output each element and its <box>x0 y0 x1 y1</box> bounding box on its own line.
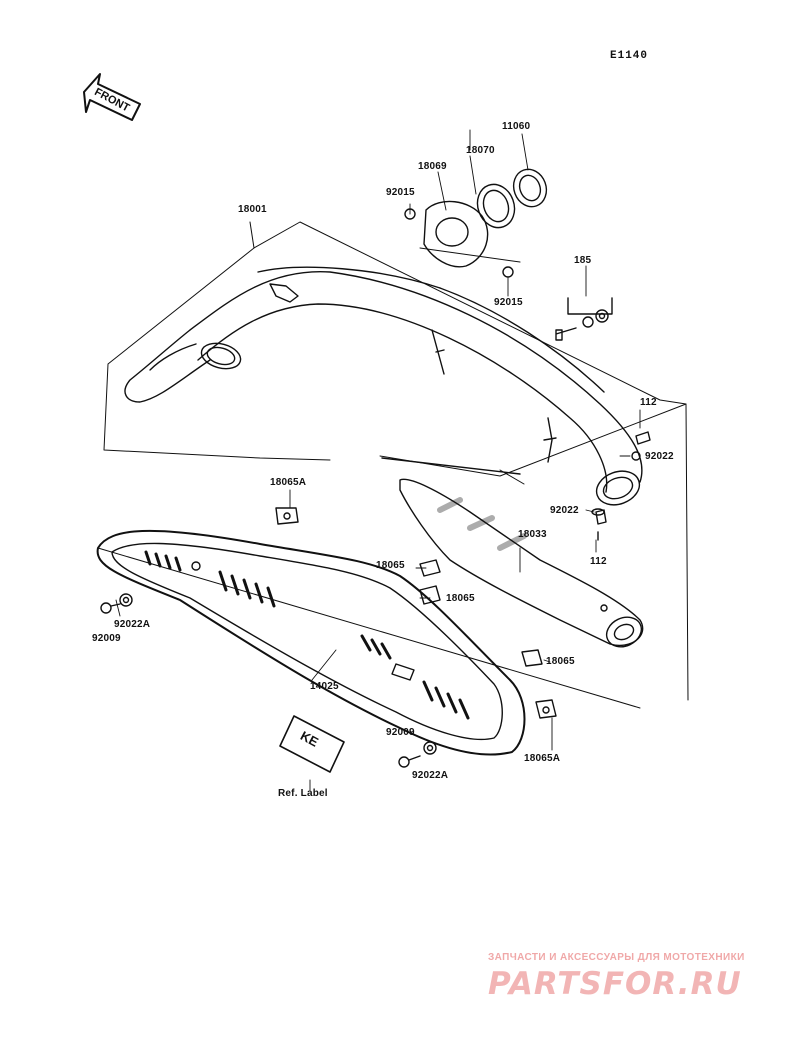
silencer-18033 <box>381 457 644 648</box>
part-label-18069: 18069 <box>418 161 447 172</box>
bolt-112-top <box>591 431 651 541</box>
heat-guard-14025 <box>96 529 526 756</box>
ref-label-text: Ref. Label <box>278 788 328 799</box>
part-label-11060: 11060 <box>502 121 531 132</box>
assembly-outline <box>97 221 689 709</box>
part-label-185: 185 <box>574 255 592 266</box>
part-label-18001: 18001 <box>238 204 267 215</box>
part-label-92015-bottom: 92015 <box>494 297 523 308</box>
part-label-18033: 18033 <box>518 529 547 540</box>
flange-18069 <box>423 200 489 268</box>
part-label-18065-b: 18065 <box>446 593 475 604</box>
part-label-92022-top: 92022 <box>645 451 674 462</box>
part-label-92009-left: 92009 <box>92 633 121 644</box>
exhaust-pipe-18001 <box>124 266 643 506</box>
clip-18065-b <box>419 585 441 605</box>
bolt-set-185 <box>555 297 613 341</box>
part-label-92022A-left: 92022A <box>114 619 151 630</box>
screw-92009-bottom <box>398 741 437 768</box>
part-label-112-bottom: 112 <box>590 556 607 567</box>
part-label-92022A-bottom: 92022A <box>412 770 449 781</box>
clip-18065A-bottom <box>535 699 557 719</box>
clip-18065-c <box>521 649 543 667</box>
watermark-tagline: ЗАПЧАСТИ И АКСЕССУАРЫ ДЛЯ МОТОТЕХНИКИ <box>488 952 745 963</box>
part-label-18065-a: 18065 <box>376 560 405 571</box>
watermark-logo: PARTSFOR.RU <box>488 966 742 1002</box>
clip-18065-a <box>419 559 441 577</box>
part-label-92009-bottom: 92009 <box>386 727 415 738</box>
ring-18070 <box>476 183 516 229</box>
part-label-92015-top: 92015 <box>386 187 415 198</box>
clip-18065A-top <box>275 507 299 525</box>
ref-label-plate <box>279 715 345 773</box>
part-label-112-top: 112 <box>640 397 657 408</box>
screw-92009-left <box>100 593 133 614</box>
part-label-18065A-top: 18065A <box>270 477 307 488</box>
part-label-18065-c: 18065 <box>546 656 575 667</box>
gasket-11060 <box>512 168 548 208</box>
part-label-18065A-bottom: 18065A <box>524 753 561 764</box>
part-label-14025: 14025 <box>310 681 339 692</box>
front-arrow-icon <box>83 73 141 121</box>
figure-number: E1140 <box>610 50 649 62</box>
leader-lines <box>115 129 641 791</box>
part-label-92022-mid: 92022 <box>550 505 579 516</box>
part-label-18070: 18070 <box>466 145 495 156</box>
